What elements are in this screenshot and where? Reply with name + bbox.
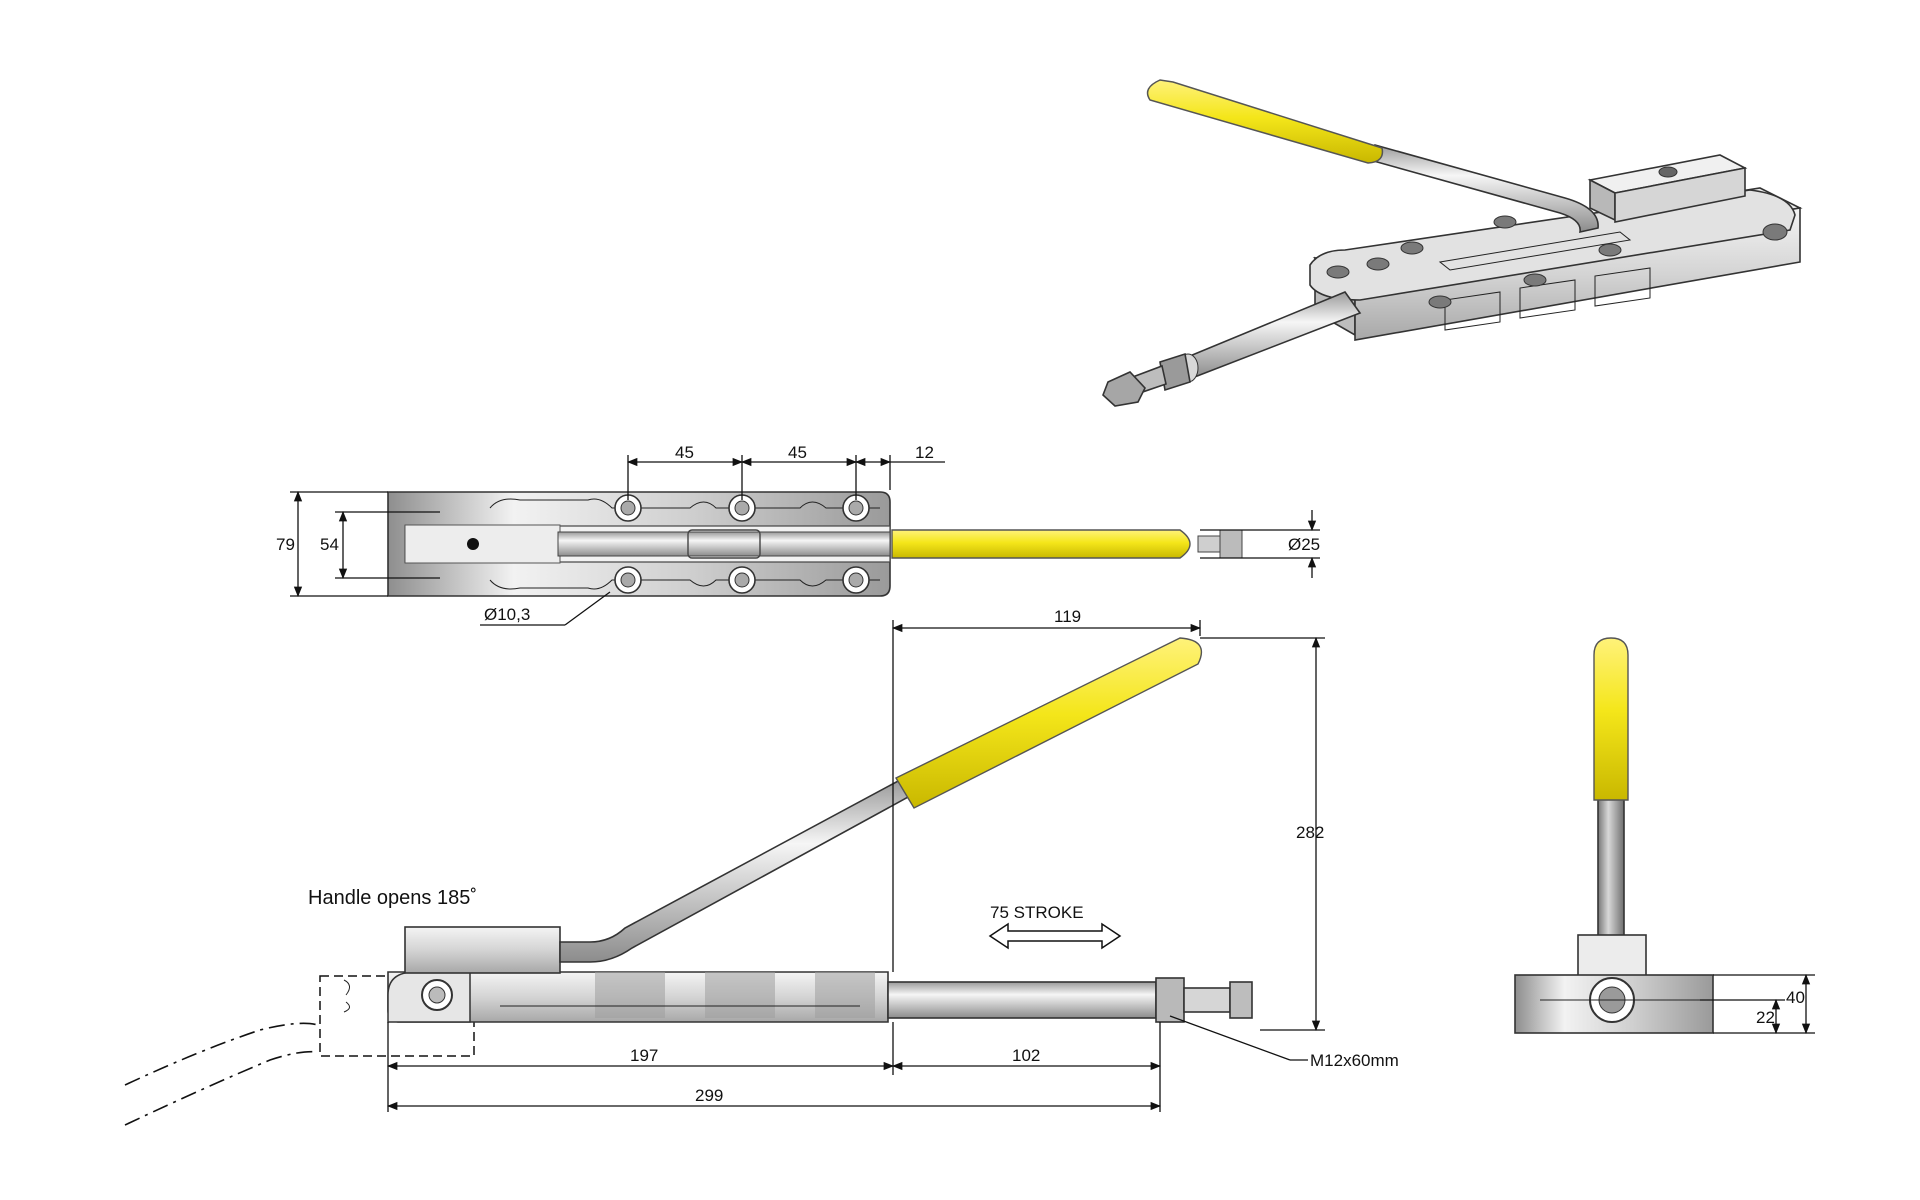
top-hole [734, 572, 750, 588]
dim-hole-pitch-1: 45 [675, 443, 694, 462]
side-plunger-rod [887, 981, 1157, 1019]
top-hole [620, 500, 636, 516]
top-view: 45 45 12 79 54 Ø25 Ø10,3 [276, 443, 1320, 626]
iso-handle-grip [1146, 79, 1384, 164]
dim-inner-width: 54 [320, 535, 339, 554]
iso-plunger-rod [1181, 291, 1362, 379]
side-handle-rod [559, 778, 912, 963]
iso-slot [1438, 231, 1632, 271]
dim-edge-offset: 12 [915, 443, 934, 462]
iso-hole-4 [1428, 295, 1452, 309]
top-slot [687, 529, 761, 559]
stroke-label: 75 STROKE [990, 903, 1084, 922]
top-bolt-shank [1197, 535, 1221, 553]
bolt-spec: M12x60mm [1310, 1051, 1399, 1070]
side-handle-block [404, 926, 561, 974]
iso-handle-rod [1368, 144, 1599, 234]
iso-pivot-block-side [1614, 167, 1746, 223]
iso-hole-7 [1598, 243, 1622, 257]
iso-hole-1 [1326, 265, 1350, 279]
handle-swing-path-2 [124, 1050, 319, 1126]
end-view: 40 22 [1514, 637, 1815, 1035]
top-handle-grip [891, 529, 1191, 559]
top-hole [620, 572, 636, 588]
iso-recess-2 [1519, 279, 1576, 319]
iso-flange-top [1309, 189, 1796, 301]
iso-hole-2 [1366, 257, 1390, 271]
iso-hole-5 [1493, 215, 1517, 229]
top-upper-scallop [489, 498, 880, 509]
dim-overall-width: 79 [276, 535, 295, 554]
rotation-symbol [343, 979, 350, 1013]
side-pivot-pin [428, 986, 446, 1004]
iso-bolt-head [1102, 371, 1146, 407]
top-hole [734, 500, 750, 516]
top-bolt-head [1219, 529, 1243, 559]
side-bolt-shank [1183, 987, 1231, 1013]
dim-overall-length: 299 [695, 1086, 723, 1105]
top-hole [848, 572, 864, 588]
side-bolt-head [1229, 981, 1253, 1019]
end-yoke [1577, 934, 1647, 978]
dim-base-length: 197 [630, 1046, 658, 1065]
handle-opening-note: Handle opens 185˚ [308, 887, 477, 909]
handle-swing-path [124, 1022, 319, 1086]
isometric-view [1102, 79, 1803, 407]
end-handle-grip [1593, 637, 1629, 801]
dim-end-axis-height: 22 [1756, 1008, 1775, 1027]
dim-plunger-projection: 102 [1012, 1046, 1040, 1065]
top-handle-rod [557, 531, 891, 557]
iso-recess-1 [1444, 291, 1501, 331]
top-pivot-block [404, 524, 561, 564]
top-mounting-holes [614, 494, 870, 594]
dim-hole-pitch-2: 45 [788, 443, 807, 462]
top-pivot-hole [467, 538, 479, 550]
dim-end-total-height: 40 [1786, 988, 1805, 1007]
dim-handle-reach: 119 [1054, 607, 1081, 626]
iso-hole-8 [1762, 223, 1788, 241]
dim-handle-height: 282 [1296, 823, 1324, 842]
dim-plunger-diameter: Ø25 [1288, 535, 1320, 554]
iso-recess-3 [1594, 267, 1651, 307]
iso-hole-6 [1523, 273, 1547, 287]
top-lower-scallop [489, 579, 880, 590]
side-recesses [595, 972, 875, 1018]
stroke-arrow [988, 922, 1122, 950]
iso-pivot-hole [1658, 166, 1678, 178]
side-view: Handle opens 185˚ 75 STROKE 119 282 197 … [124, 607, 1399, 1126]
top-hole [848, 500, 864, 516]
dim-hole-diameter: Ø10,3 [484, 605, 530, 624]
iso-hole-3 [1400, 241, 1424, 255]
side-handle-grip [895, 637, 1203, 809]
side-nut [1155, 977, 1185, 1023]
